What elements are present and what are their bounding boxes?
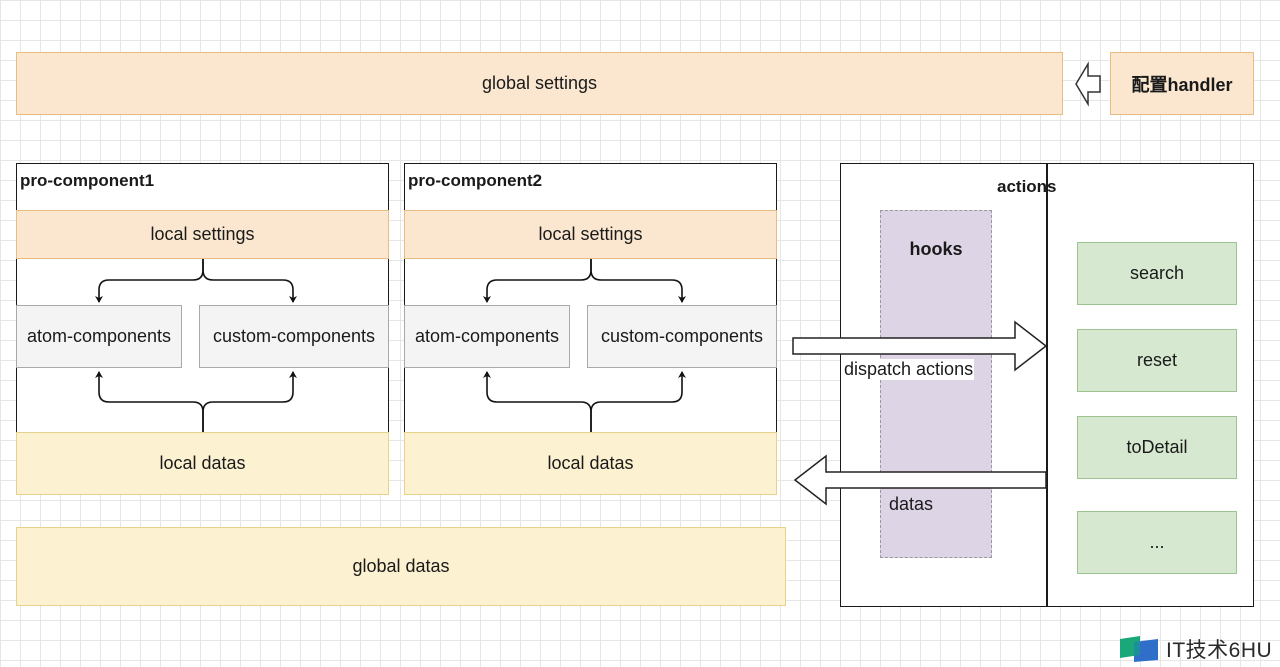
hollow-arrow-left-config: [1075, 61, 1101, 107]
dispatch-actions-label: dispatch actions: [843, 359, 975, 380]
pro-component1-frame: pro-component1: [16, 163, 389, 433]
action-search: search: [1077, 242, 1237, 305]
action-reset-label: reset: [1136, 350, 1178, 370]
global-datas-box: global datas: [16, 527, 786, 606]
datas-to-custom-arrow-2: [590, 371, 686, 432]
local-settings-label: local settings: [538, 224, 643, 244]
action-reset: reset: [1077, 329, 1237, 392]
action-todetail-label: toDetail: [1126, 437, 1188, 457]
pro-component1-custom-components: custom-components: [199, 305, 389, 368]
pro-component1-atom-components: atom-components: [16, 305, 182, 368]
settings-to-custom-arrow-1: [202, 259, 297, 303]
pro-component2-local-settings: local settings: [404, 210, 777, 259]
settings-to-atom-arrow-2: [483, 259, 592, 303]
pro-component1-local-settings: local settings: [16, 210, 389, 259]
atom-components-label: atom-components: [26, 326, 172, 346]
custom-components-label: custom-components: [212, 326, 376, 346]
settings-to-custom-arrow-2: [590, 259, 686, 303]
config-handler-label: 配置handler: [1131, 74, 1233, 95]
action-more-label: ...: [1149, 532, 1165, 552]
watermark-logo-icon: [1120, 636, 1158, 662]
dispatch-actions-arrow: [792, 320, 1048, 372]
datas-flow-label: datas: [889, 494, 934, 514]
global-settings-box: global settings: [16, 52, 1063, 115]
config-handler-box: 配置handler: [1110, 52, 1254, 115]
atom-components-label: atom-components: [414, 326, 560, 346]
local-settings-label: local settings: [150, 224, 255, 244]
actions-title: actions: [997, 177, 1057, 196]
global-settings-label: global settings: [481, 73, 598, 93]
pro-component2-title: pro-component2: [408, 171, 543, 190]
action-more: ...: [1077, 511, 1237, 574]
pro-component2-atom-components: atom-components: [404, 305, 570, 368]
pro-component2-custom-components: custom-components: [587, 305, 777, 368]
local-datas-label: local datas: [547, 453, 634, 473]
actions-divider: [1046, 163, 1048, 607]
settings-to-atom-arrow-1: [95, 259, 204, 303]
watermark-text: IT技术6HU: [1166, 639, 1273, 662]
hooks-box: hooks: [880, 210, 992, 558]
hooks-label: hooks: [909, 239, 963, 259]
global-datas-label: global datas: [352, 556, 450, 576]
action-search-label: search: [1129, 263, 1185, 283]
action-todetail: toDetail: [1077, 416, 1237, 479]
pro-component2-frame: pro-component2: [404, 163, 777, 433]
watermark: IT技术6HU: [1118, 634, 1272, 664]
datas-to-atom-arrow-2: [483, 371, 592, 432]
pro-component2-local-datas: local datas: [404, 432, 777, 495]
datas-to-atom-arrow-1: [95, 371, 204, 432]
datas-return-arrow: [793, 454, 1047, 506]
custom-components-label: custom-components: [600, 326, 764, 346]
pro-component1-title: pro-component1: [20, 171, 155, 190]
datas-to-custom-arrow-1: [202, 371, 297, 432]
local-datas-label: local datas: [159, 453, 246, 473]
pro-component1-local-datas: local datas: [16, 432, 389, 495]
